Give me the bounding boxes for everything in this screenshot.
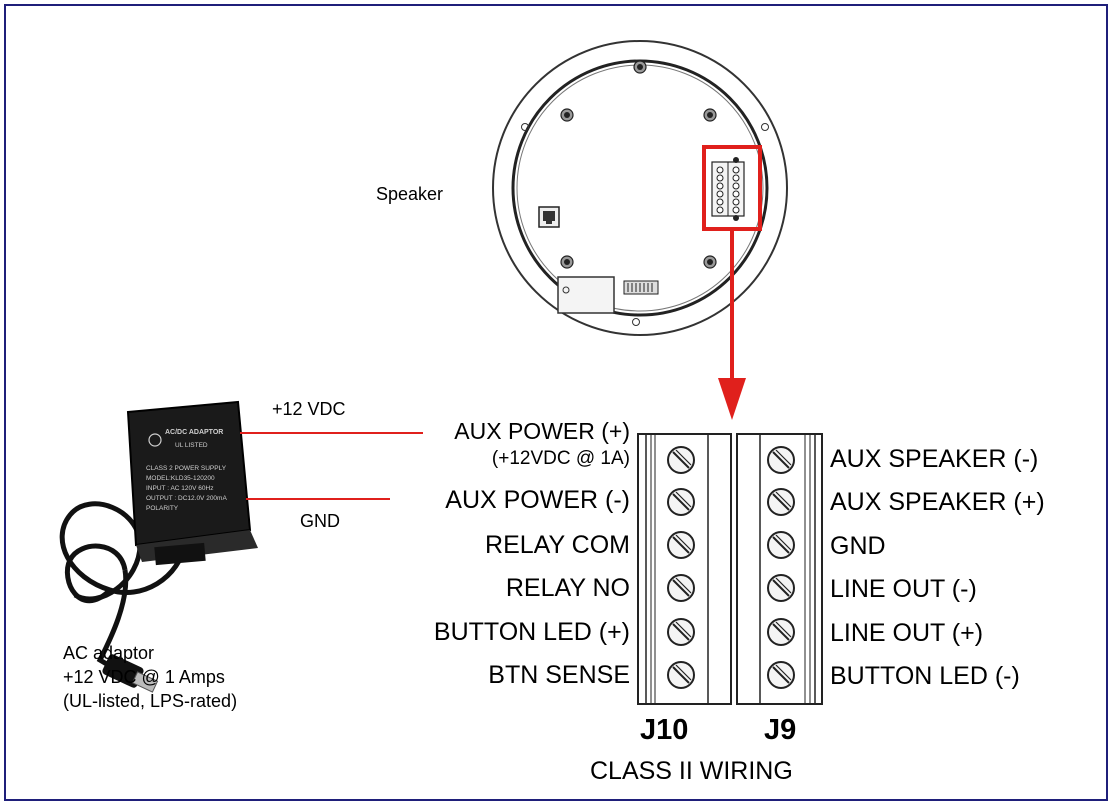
board-terminal-block — [711, 157, 745, 221]
arrow-down-icon — [718, 229, 746, 420]
j10-pin-5-label: BUTTON LED (+) — [433, 618, 630, 646]
j10-pin-3-label: RELAY COM — [485, 531, 630, 559]
j9-pin-1-label: AUX SPEAKER (-) — [830, 445, 1039, 473]
j9-pin-3-label: GND — [830, 532, 886, 560]
terminal-block-j10 — [637, 433, 732, 705]
svg-text:INPUT : AC 120V 60Hz: INPUT : AC 120V 60Hz — [146, 485, 213, 492]
dc-plug-icon — [102, 654, 159, 693]
j9-name: J9 — [764, 714, 797, 746]
svg-text:POLARITY: POLARITY — [146, 505, 179, 512]
svg-text:CLASS 2 POWER SUPPLY: CLASS 2 POWER SUPPLY — [146, 465, 227, 472]
j10-pin-1-label: AUX POWER (+) — [454, 418, 630, 444]
j9-pin-2-label: AUX SPEAKER (+) — [830, 488, 1045, 516]
j9-pin-5-label: LINE OUT (+) — [830, 619, 984, 647]
adaptor-cable — [59, 501, 189, 675]
adaptor-caption-line: (UL-listed, LPS-rated) — [63, 691, 238, 711]
adaptor-caption-line: +12 VDC @ 1 Amps — [63, 667, 225, 687]
j10-pin-1-sublabel: (+12VDC @ 1A) — [491, 448, 630, 469]
adaptor-caption: AC adaptor +12 VDC @ 1 Amps (UL-listed, … — [63, 641, 237, 713]
mounting-bracket — [557, 276, 659, 314]
svg-text:UL LISTED: UL LISTED — [175, 442, 208, 449]
speaker-image — [492, 40, 788, 336]
ac-adaptor-image: AC/DC ADAPTOR UL LISTED CLASS 2 POWER SU… — [59, 400, 258, 693]
j10-name: J10 — [640, 714, 689, 746]
adaptor-label-text: AC/DC ADAPTOR UL LISTED CLASS 2 POWER SU… — [146, 429, 227, 512]
j9-pin-6-label: BUTTON LED (-) — [830, 662, 1020, 690]
j10-pin-2-label: AUX POWER (-) — [445, 486, 630, 514]
terminal-block-j9 — [736, 433, 823, 705]
svg-text:MODEL:KLD35-120200: MODEL:KLD35-120200 — [146, 475, 215, 482]
diagram-frame — [4, 4, 1108, 801]
svg-text:AC/DC ADAPTOR: AC/DC ADAPTOR — [165, 429, 223, 436]
wire-ground-label: GND — [300, 511, 340, 531]
j10-pin-6-label: BTN SENSE — [488, 661, 630, 689]
j10-pin-4-label: RELAY NO — [505, 574, 630, 602]
ethernet-jack-icon — [538, 206, 560, 228]
wire-positive-label: +12 VDC — [272, 399, 346, 419]
footer-caption: CLASS II WIRING — [590, 757, 793, 785]
j9-pin-4-label: LINE OUT (-) — [830, 575, 977, 603]
speaker-label: Speaker — [376, 184, 444, 204]
svg-text:OUTPUT : DC12.0V 200mA: OUTPUT : DC12.0V 200mA — [146, 495, 227, 502]
adaptor-caption-line: AC adaptor — [63, 643, 155, 663]
